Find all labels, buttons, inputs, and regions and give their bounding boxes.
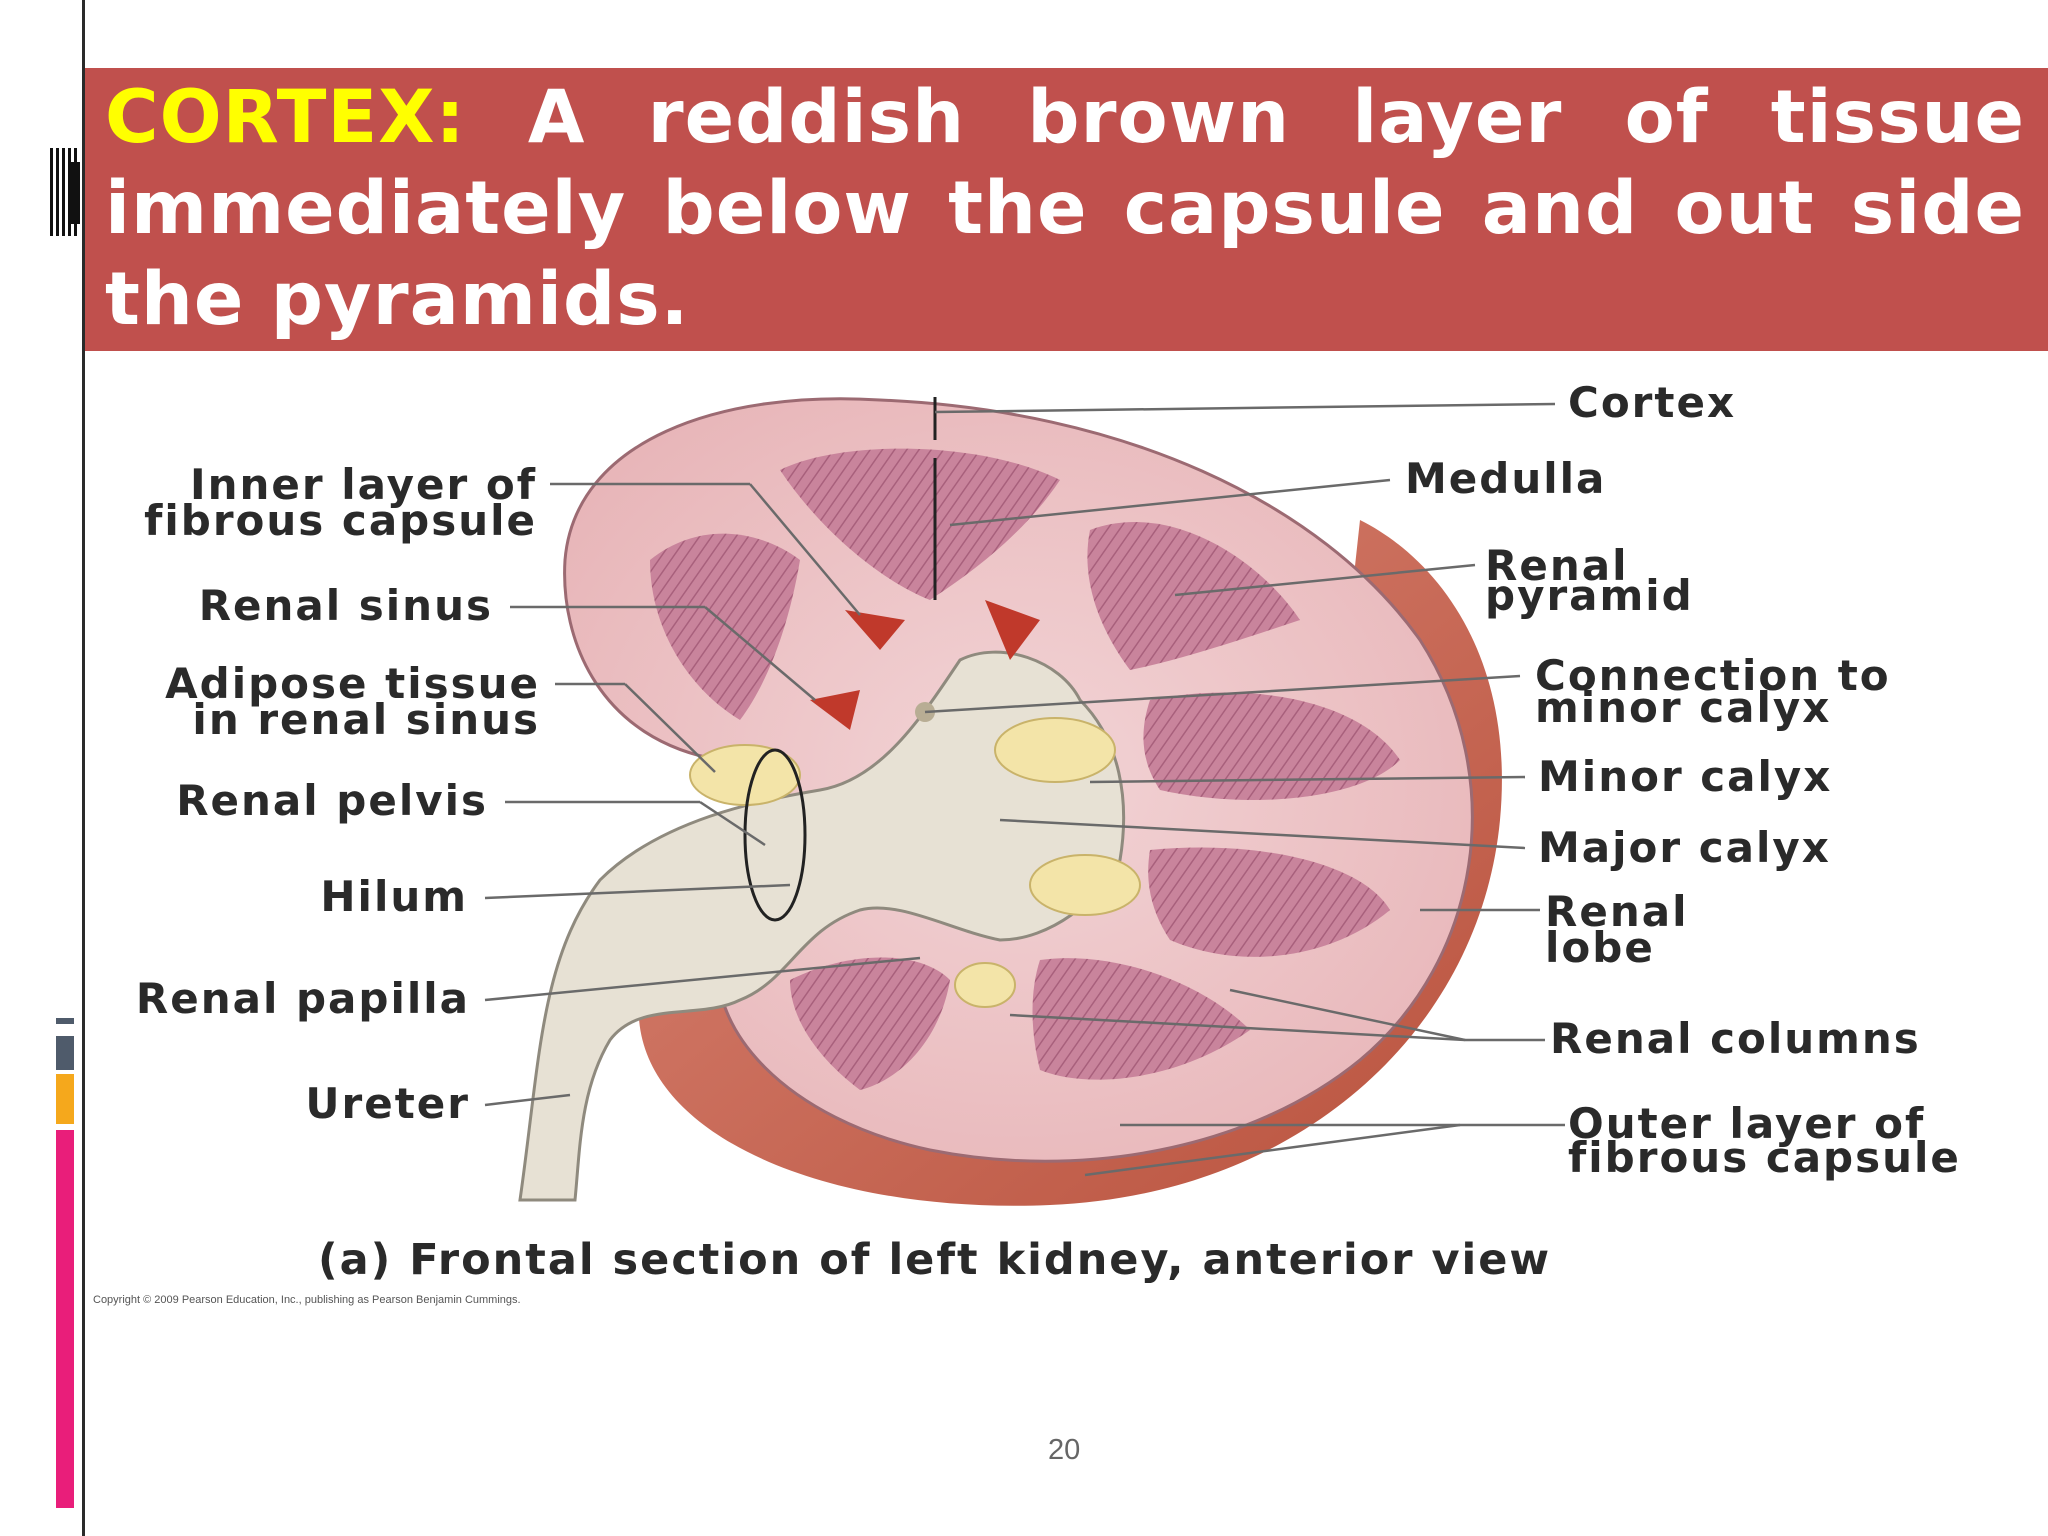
heading-text: A reddish brown layer of tissue immediat… (105, 75, 2025, 342)
label-renal-pelvis: Renal pelvis (176, 776, 488, 825)
page-number: 20 (1048, 1434, 1081, 1466)
renal-pyramid (650, 533, 800, 720)
renal-vessel (985, 600, 1040, 660)
hilum-outline (743, 748, 807, 922)
label-minor-calyx: Minor calyx (1538, 752, 1832, 801)
renal-pyramid (780, 448, 1060, 600)
heading-keyword: CORTEX: (105, 75, 466, 160)
slide-left-rule (82, 0, 85, 1536)
decorative-black-stripes (50, 148, 80, 236)
decorative-bar-gray (56, 1018, 74, 1024)
label-renal-papilla: Renal papilla (136, 974, 470, 1023)
label-adipose-tissue: in renal sinus (192, 695, 540, 744)
adipose-tissue (994, 717, 1116, 783)
figure-caption: (a) Frontal section of left kidney, ante… (318, 1235, 1552, 1285)
label-inner-capsule: fibrous capsule (144, 496, 537, 545)
adipose-tissue (954, 962, 1016, 1008)
label-renal-columns: Renal columns (1550, 1014, 1921, 1063)
label-renal-sinus: Renal sinus (199, 581, 493, 630)
renal-pyramid (1143, 692, 1400, 800)
label-inner-capsule: Inner layer of (190, 460, 537, 509)
renal-vessel (810, 690, 860, 730)
renal-pyramid (1148, 847, 1390, 957)
kidney-diagram: Inner layer of fibrous capsule Renal sin… (136, 378, 1961, 1206)
label-connection-minor-calyx: minor calyx (1535, 683, 1831, 732)
figure-copyright: Copyright © 2009 Pearson Education, Inc.… (93, 1294, 521, 1306)
label-cortex: Cortex (1568, 378, 1736, 427)
adipose-tissue (689, 744, 801, 806)
label-hilum: Hilum (320, 872, 468, 921)
label-renal-pyramid: Renal (1485, 541, 1628, 590)
decorative-bar-pink (56, 1130, 74, 1508)
label-major-calyx: Major calyx (1538, 823, 1831, 872)
decorative-bar-orange (56, 1074, 74, 1124)
renal-vessel (845, 610, 905, 650)
label-renal-lobe: lobe (1545, 923, 1655, 972)
label-renal-pyramid: pyramid (1485, 571, 1694, 620)
label-outer-capsule: Outer layer of (1568, 1099, 1925, 1148)
renal-pyramid (790, 957, 950, 1090)
renal-pyramid (1032, 958, 1250, 1080)
decorative-bar-gray (56, 1036, 74, 1070)
label-medulla: Medulla (1405, 454, 1606, 503)
label-renal-lobe: Renal (1545, 887, 1688, 936)
label-outer-capsule: fibrous capsule (1568, 1133, 1961, 1182)
renal-sinus-shape (518, 650, 1126, 1202)
heading-banner (85, 68, 2048, 351)
adipose-tissue (1029, 854, 1141, 916)
label-adipose-tissue: Adipose tissue (165, 659, 540, 708)
label-connection-minor-calyx: Connection to (1535, 651, 1891, 700)
renal-pyramid (1087, 522, 1300, 670)
label-ureter: Ureter (305, 1079, 470, 1128)
slide-heading: CORTEX: A reddish brown layer of tissue … (105, 72, 2025, 345)
